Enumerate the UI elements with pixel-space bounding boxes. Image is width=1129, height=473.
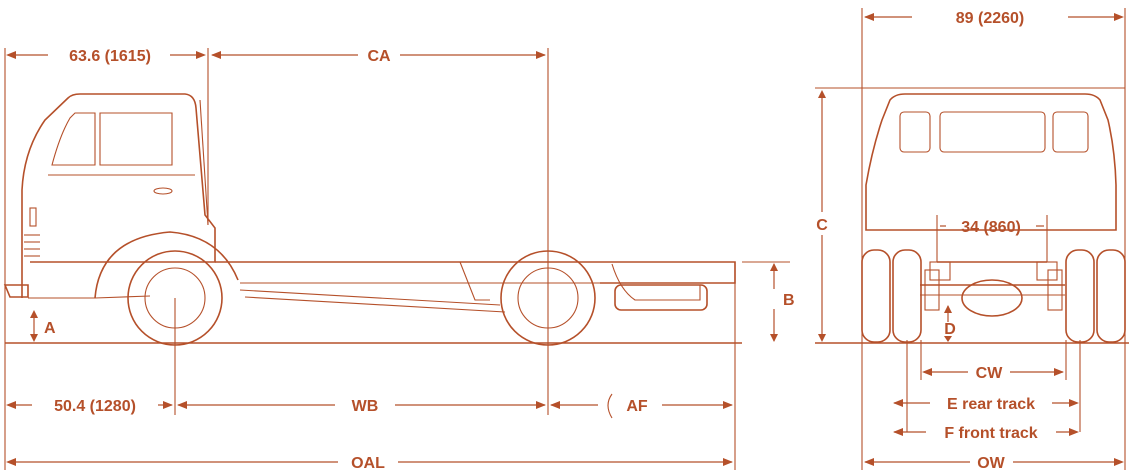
drive-shaft-lower: [244, 296, 506, 313]
dimension-overall-width-top: 89 (2260): [864, 10, 1124, 27]
dimension-ca: CA: [211, 48, 546, 65]
label-ca: CA: [367, 48, 391, 65]
dimension-cab-length: 63.6 (1615): [6, 48, 206, 65]
label-overall-width-top: 89 (2260): [956, 10, 1025, 27]
label-a: A: [44, 320, 56, 337]
dimension-frame-width: 34 (860): [940, 219, 1044, 236]
rear-cab-outline: [865, 93, 1117, 231]
label-front-overhang: 50.4 (1280): [54, 398, 136, 415]
label-frame-width: 34 (860): [961, 219, 1021, 236]
dimension-c: C: [816, 90, 828, 342]
dimension-front-track: F front track: [893, 425, 1079, 442]
label-cab-length: 63.6 (1615): [69, 48, 151, 65]
spring-left: [924, 269, 940, 311]
frame-rail-left: [929, 261, 951, 281]
label-d: D: [944, 321, 956, 338]
label-cw: CW: [976, 365, 1004, 382]
label-ow: OW: [977, 455, 1005, 472]
rear-wheel-right-inner: [1065, 249, 1095, 343]
cab-door-window: [51, 112, 96, 166]
front-grille: [24, 207, 40, 257]
cab-lower-edge: [28, 295, 151, 299]
spring-right: [1047, 269, 1063, 311]
rear-view: 89 (2260) C 34 (860) D: [815, 8, 1129, 472]
rear-window-right: [1052, 111, 1089, 153]
rear-wheel-right-outer: [1096, 249, 1126, 343]
dimension-front-overhang: 50.4 (1280): [6, 398, 173, 415]
rear-spring-hanger: [459, 261, 490, 301]
rear-window-left: [899, 111, 931, 153]
fuel-tank-bracket: [611, 263, 701, 301]
cab-rear-edge: [199, 99, 209, 226]
label-oal: OAL: [351, 455, 385, 472]
chassis-frame: [215, 261, 736, 284]
cab-badge: [153, 187, 173, 195]
dimension-oal: OAL: [6, 455, 733, 472]
dimension-cw: CW: [922, 365, 1064, 382]
front-bumper: [3, 284, 29, 298]
label-front-track: F front track: [944, 425, 1037, 442]
differential: [961, 279, 1023, 317]
dimension-d: D: [944, 305, 956, 342]
side-view: 63.6 (1615) CA A B: [3, 48, 795, 472]
dimension-rear-track: E rear track: [893, 396, 1079, 413]
dimension-a: A: [30, 310, 56, 342]
rear-window-center: [939, 111, 1046, 153]
rear-wheel-left-inner: [892, 249, 922, 343]
rear-wheel-left-outer: [861, 249, 891, 343]
label-c: C: [816, 217, 828, 234]
drive-shaft: [239, 289, 501, 306]
front-wheel-arch: [94, 231, 239, 299]
dimension-b: B: [770, 263, 795, 342]
dimension-ow: OW: [864, 455, 1124, 472]
frame-rail-right: [1036, 261, 1058, 281]
dimension-wb: WB: [177, 398, 546, 415]
cab-outline: [21, 93, 216, 298]
label-wb: WB: [352, 398, 379, 415]
fuel-tank: [614, 284, 708, 311]
cab-side-window: [99, 112, 173, 166]
label-rear-track: E rear track: [947, 396, 1035, 413]
label-b: B: [783, 292, 795, 309]
dimension-af: AF: [550, 393, 733, 419]
label-af: AF: [626, 398, 648, 415]
